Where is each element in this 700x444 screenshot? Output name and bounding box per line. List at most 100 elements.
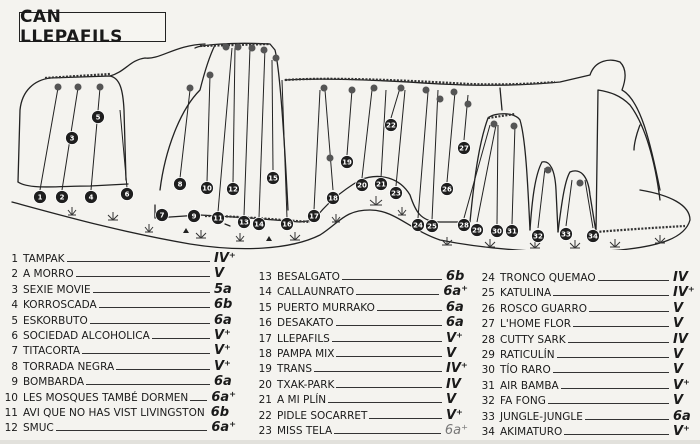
svg-text:27: 27 bbox=[459, 145, 469, 153]
svg-text:19: 19 bbox=[342, 159, 352, 167]
route-grade: V bbox=[446, 345, 457, 361]
route-number: 1 bbox=[11, 253, 18, 265]
svg-text:17: 17 bbox=[309, 213, 319, 221]
route-number: 23 bbox=[258, 424, 272, 437]
route-number-marker: 7 bbox=[155, 208, 169, 222]
route-number-marker: 25 bbox=[425, 219, 439, 233]
route-grade: IV⁺ bbox=[673, 285, 695, 301]
route-number-marker: 33 bbox=[559, 227, 573, 241]
leader-line bbox=[116, 368, 210, 370]
route-number: 19 bbox=[258, 363, 272, 376]
route-name: KATULINA bbox=[500, 287, 552, 300]
leader-line bbox=[552, 372, 669, 374]
route-grade: 6a bbox=[673, 408, 691, 424]
route-number: 7 bbox=[11, 345, 18, 358]
svg-text:32: 32 bbox=[533, 233, 543, 241]
leader-line bbox=[584, 418, 669, 420]
svg-text:6: 6 bbox=[125, 191, 130, 199]
route-number: 20 bbox=[258, 378, 272, 391]
route-number-marker: 4 bbox=[84, 190, 98, 204]
svg-text:5: 5 bbox=[96, 114, 101, 122]
svg-text:22: 22 bbox=[386, 122, 396, 130]
leader-line bbox=[335, 325, 442, 327]
route-name: MISS TELA bbox=[277, 424, 333, 437]
route-number-marker: 15 bbox=[266, 171, 280, 185]
leader-line bbox=[589, 310, 669, 312]
route-grade: V⁺ bbox=[214, 327, 231, 343]
route-number: 17 bbox=[258, 332, 272, 345]
route-number-marker: 6 bbox=[120, 187, 134, 201]
route-name: LES MOSQUES TAMBÉ DORMEN bbox=[23, 391, 189, 404]
route-name: DESAKATO bbox=[277, 317, 334, 330]
route-number-marker: 13 bbox=[237, 215, 251, 229]
route-name: TAMPAK bbox=[23, 253, 65, 265]
svg-text:8: 8 bbox=[178, 181, 183, 189]
route-number: 21 bbox=[258, 394, 272, 407]
svg-text:9: 9 bbox=[192, 213, 197, 221]
route-name: AVI QUE NO HAS VIST LIVINGSTON bbox=[23, 406, 205, 419]
route-number-marker: 30 bbox=[490, 224, 504, 238]
vegetation-right-pillar bbox=[487, 112, 516, 120]
route-name: PAMPA MIX bbox=[277, 347, 335, 360]
route-number-marker: 27 bbox=[457, 141, 471, 155]
route-number-marker: 21 bbox=[374, 177, 388, 191]
route-number-marker: 24 bbox=[411, 218, 425, 232]
route-grade: IV bbox=[673, 270, 688, 285]
route-number-marker: 20 bbox=[355, 178, 369, 192]
vegetation-top-left bbox=[44, 72, 111, 80]
leader-line bbox=[376, 309, 442, 311]
route-number-marker: 3 bbox=[65, 131, 79, 145]
svg-text:29: 29 bbox=[472, 227, 482, 235]
route-grade: 6a bbox=[446, 299, 464, 315]
vegetation-top-wall bbox=[284, 77, 556, 86]
leader-line bbox=[98, 307, 210, 309]
route-name: BESALGATO bbox=[277, 271, 340, 283]
route-grade: IV bbox=[673, 331, 688, 347]
route-name: A MORRO bbox=[23, 268, 74, 281]
route-name: TXAK-PARK bbox=[277, 378, 335, 391]
svg-text:16: 16 bbox=[282, 221, 292, 229]
leader-line bbox=[190, 399, 208, 401]
route-entry: 23 MISS TELA 6a⁺ bbox=[258, 423, 468, 438]
route-grade: V bbox=[446, 392, 457, 408]
svg-text:23: 23 bbox=[391, 190, 401, 198]
route-name: ESKORBUTO bbox=[23, 314, 88, 327]
route-number: 12 bbox=[4, 422, 18, 435]
leader-line bbox=[597, 280, 669, 281]
route-grade: 6a⁺ bbox=[444, 422, 468, 438]
leader-line bbox=[331, 340, 442, 342]
route-number-marker: 23 bbox=[389, 186, 403, 200]
svg-text:7: 7 bbox=[160, 212, 165, 220]
route-grade: V bbox=[673, 346, 684, 362]
route-grade: V bbox=[214, 266, 225, 282]
route-name: SEXIE MOVIE bbox=[23, 283, 91, 296]
route-number: 10 bbox=[4, 391, 18, 404]
route-number-marker: 31 bbox=[505, 224, 519, 238]
route-number-marker: 29 bbox=[470, 223, 484, 237]
route-name: TÍO RARO bbox=[500, 364, 551, 377]
route-grade: 6a bbox=[214, 312, 232, 328]
route-number: 13 bbox=[258, 271, 272, 283]
svg-text:13: 13 bbox=[239, 219, 249, 227]
route-name: RATICULÍN bbox=[500, 348, 555, 361]
leader-line bbox=[86, 384, 210, 386]
vegetation-base bbox=[595, 224, 686, 234]
svg-text:31: 31 bbox=[507, 228, 517, 236]
leader-line bbox=[55, 430, 208, 432]
